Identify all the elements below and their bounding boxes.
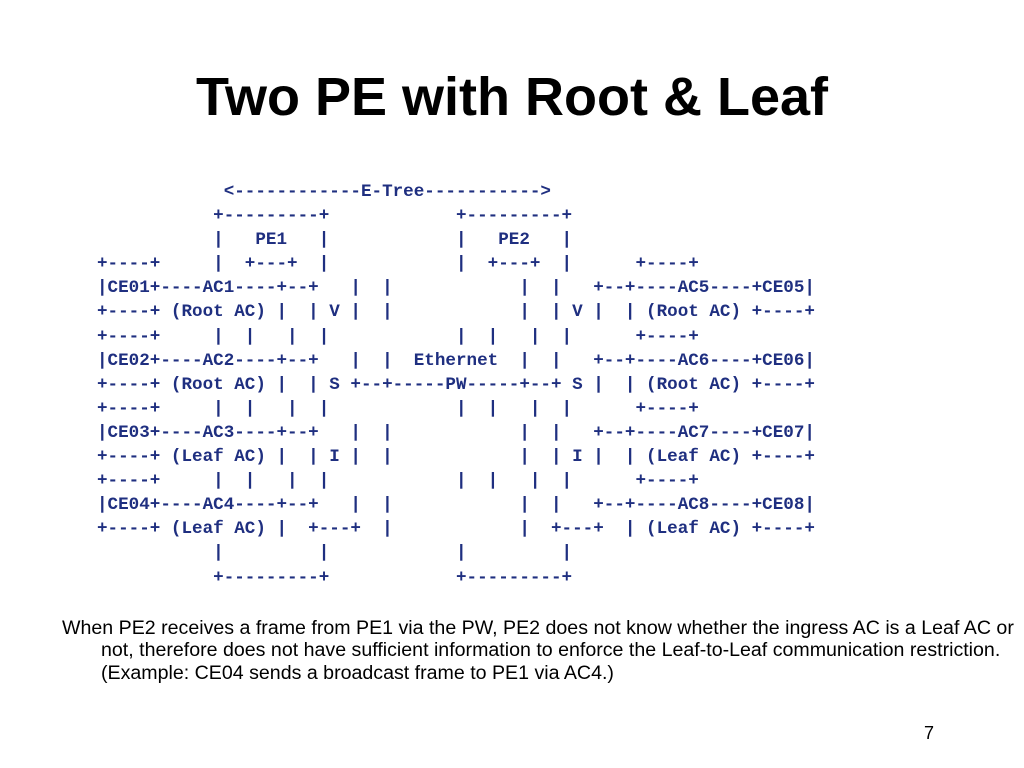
- slide-title: Two PE with Root & Leaf: [196, 67, 828, 127]
- diagram-line-etree-label: <------------E-Tree----------->: [97, 182, 551, 202]
- diagram-line-pw-link: +----+ (Root AC) | | S +--+-----PW-----+…: [97, 374, 815, 395]
- diagram-line-ce03-top: +----+ | | | | | | | | +----+: [97, 398, 699, 419]
- diagram-line-pe-lower: | | | |: [97, 543, 573, 564]
- diagram-line-pe-labels: | PE1 | | PE2 |: [97, 230, 573, 251]
- diagram-line-ce02-top: +----+ | | | | | | | | +----+: [97, 326, 699, 347]
- diagram-line-ce01-ce05: |CE01+----AC1----+--+ | | | | +--+----AC…: [97, 278, 815, 299]
- diagram-line-ce04-ce08: |CE04+----AC4----+--+ | | | | +--+----AC…: [97, 495, 815, 516]
- diagram-line-pe-bottom-border: +---------+ +---------+: [97, 567, 573, 588]
- diagram-line-pe-top-border: +---------+ +---------+: [97, 206, 573, 227]
- diagram-line-ce04-top: +----+ | | | | | | | | +----+: [97, 471, 699, 492]
- caption-text: When PE2 receives a frame from PE1 via t…: [62, 617, 1014, 684]
- page-number: 7: [923, 723, 934, 743]
- diagram-line-ce01-bottom: +----+ (Root AC) | | V | | | | V | | (Ro…: [97, 302, 815, 323]
- diagram-line-ce03-bottom: +----+ (Leaf AC) | | I | | | | I | | (Le…: [97, 447, 815, 468]
- diagram-line-ce03-ce07: |CE03+----AC3----+--+ | | | | +--+----AC…: [97, 422, 815, 443]
- ascii-network-diagram: <------------E-Tree-----------> +-------…: [97, 180, 815, 590]
- diagram-line-ce04-bottom: +----+ (Leaf AC) | +---+ | | +---+ | (Le…: [97, 519, 815, 540]
- diagram-line-ce02-ce06: |CE02+----AC2----+--+ | | Ethernet | | +…: [97, 350, 815, 371]
- diagram-line-ce01-top: +----+ | +---+ | | +---+ | +----+: [97, 254, 699, 275]
